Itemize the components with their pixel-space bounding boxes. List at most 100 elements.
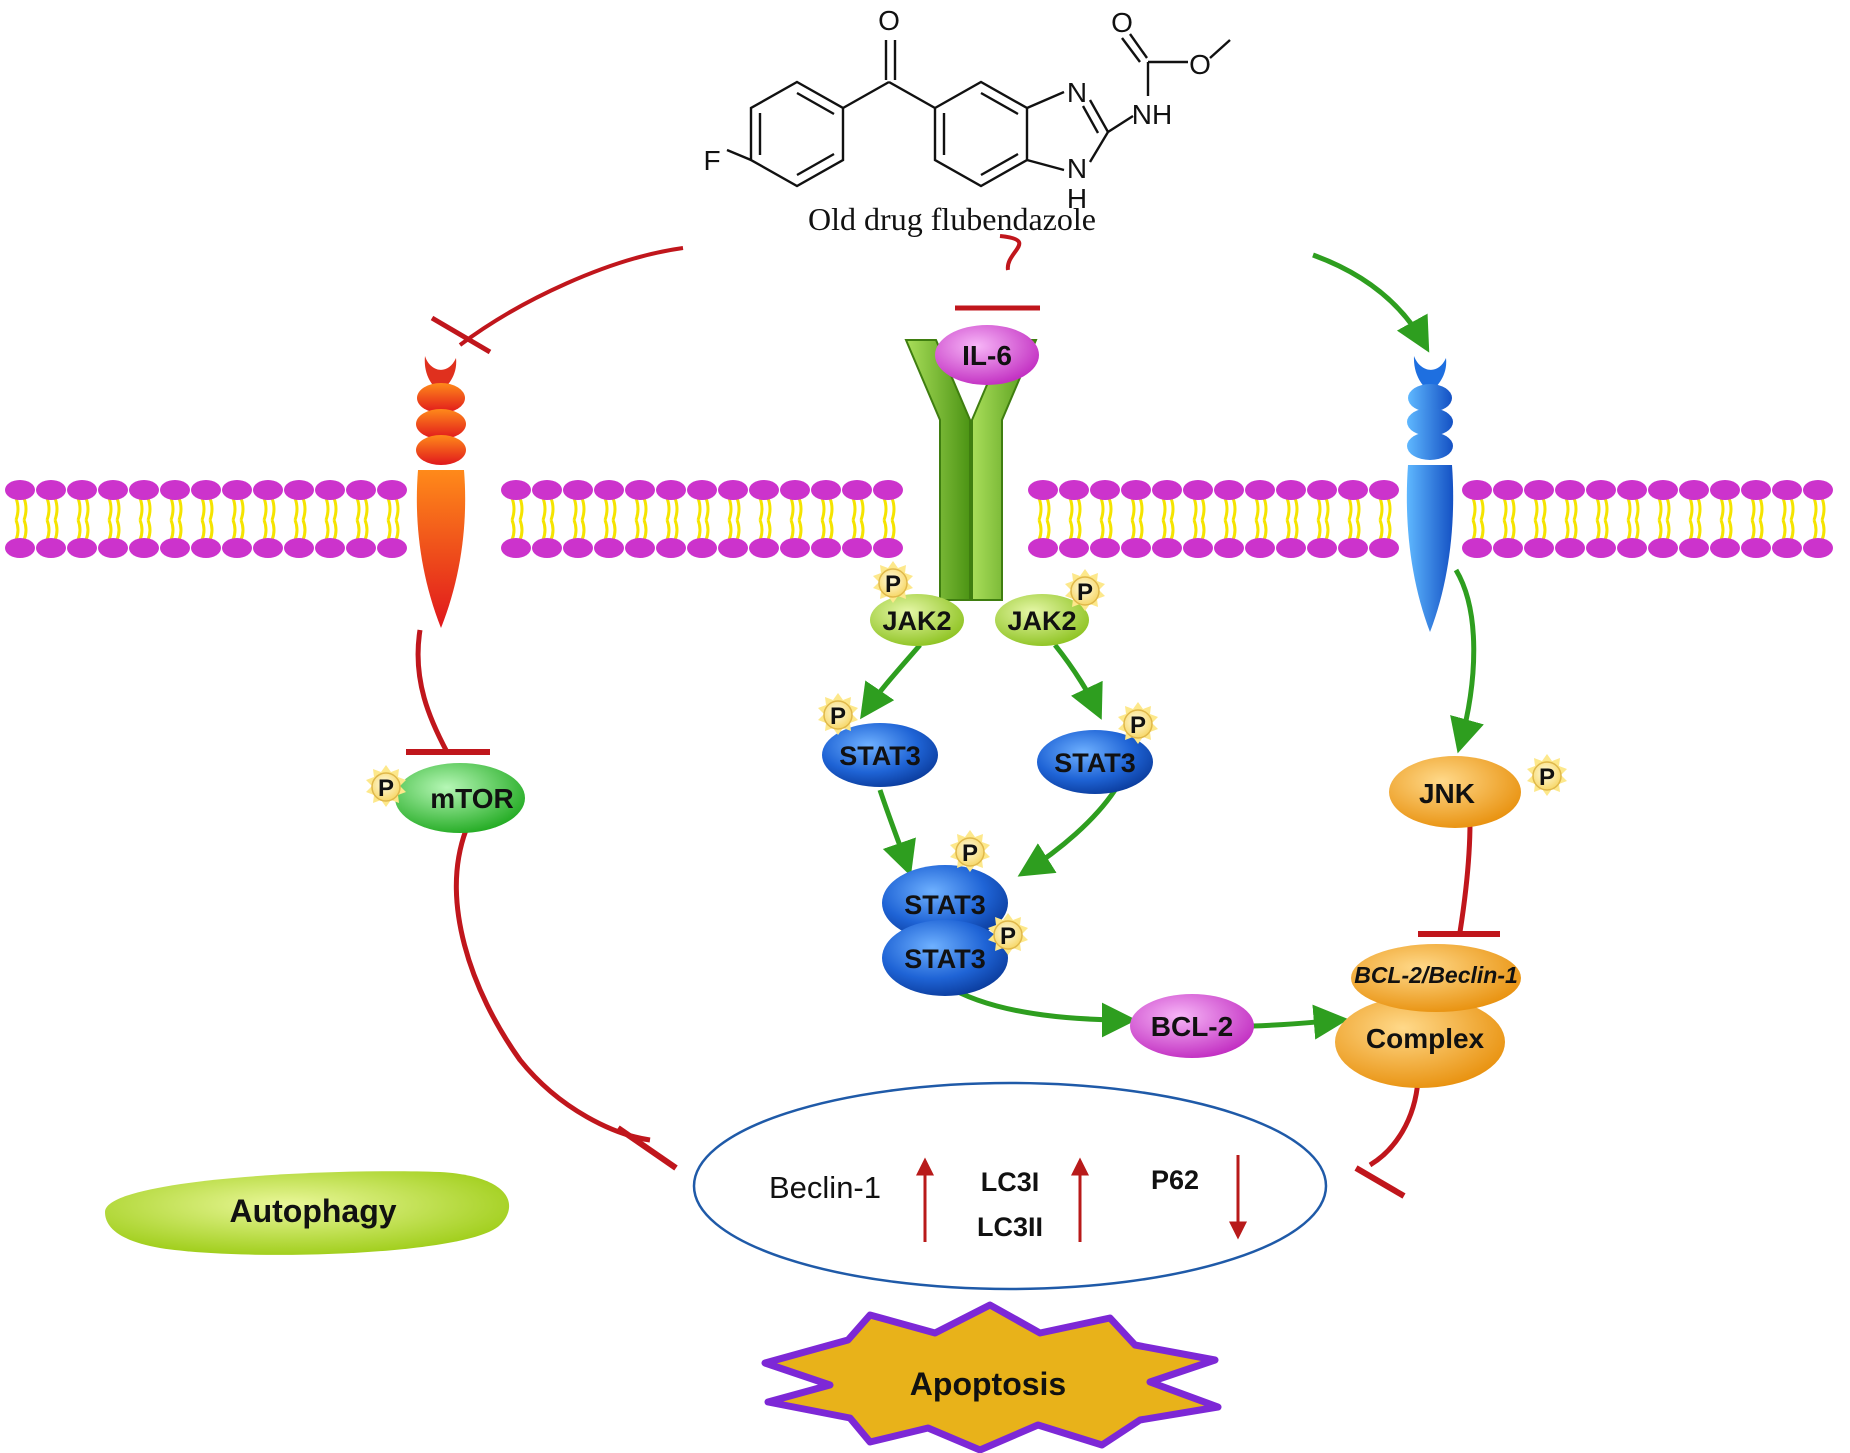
lipid-head [315,538,345,558]
lipid-tail [355,497,361,521]
lipid-head [1214,480,1244,500]
apoptosis-star [761,1301,1222,1453]
lipid-tail [758,519,764,541]
atom-n-ring: N [1067,153,1087,184]
lipid-tail [1688,497,1694,521]
lipid-head [1090,538,1120,558]
lipid-tail [1572,519,1578,541]
il6-label: IL-6 [962,340,1012,371]
lipid-tail [766,519,772,541]
lipid-tail [1223,519,1229,541]
lipid-head [129,538,159,558]
lipid-tail [1595,497,1601,521]
lipid-head [1772,480,1802,500]
marker-lc3i: LC3I [981,1167,1040,1197]
atom-o-ester: O [1189,49,1211,80]
inhibit-bar-autophagy-left [616,1125,678,1171]
lipid-tail [572,519,578,541]
lipid-tail [1161,497,1167,521]
lipid-tail [1378,497,1384,521]
inhibit-line-jnk-complex [1457,821,1473,933]
lipid-head [873,538,903,558]
lipid-head [98,480,128,500]
phospho-label: P [1539,764,1555,791]
lipid-tail [22,497,28,521]
lipid-head [67,538,97,558]
lipid-tail [1789,519,1795,541]
lipid-head [1369,538,1399,558]
lipid-head [811,538,841,558]
lipid-tail [386,497,392,521]
lipid-tail [634,497,640,521]
lipid-head [1121,538,1151,558]
lipid-head [656,538,686,558]
lipid-head [346,538,376,558]
lipid-head [253,538,283,558]
lipid-head [1028,480,1058,500]
lipid-tail [1595,519,1601,541]
lipid-tail [1138,519,1144,541]
lipid-tail [1068,497,1074,521]
lipid-tail [1285,497,1291,521]
stat3-right: STAT3 [1037,730,1153,794]
lipid-tail [1192,497,1198,521]
lipid-head [563,480,593,500]
phospho-label: P [378,775,394,802]
lipid-tail [200,497,206,521]
lipid-tail [1657,519,1663,541]
lipid-tail [332,519,338,541]
arrow-jak2-stat3-left [860,643,922,720]
lipid-head [1183,538,1213,558]
lipid-tail [1262,497,1268,521]
lipid-tail [1626,519,1632,541]
lipid-tail [45,497,51,521]
lipid-tail [1479,519,1485,541]
atom-f: F [703,145,720,176]
lipid-tail [1200,497,1206,521]
activate-arrow-blue-receptor [1312,252,1430,353]
lipid-tail [1533,497,1539,521]
phospho-badge-stat3-right: P [1117,701,1159,745]
inhibit-line-autophagy-right [1368,1079,1421,1168]
lipid-tail [1386,497,1392,521]
lipid-head [1028,538,1058,558]
complex-top-label: BCL-2/Beclin-1 [1354,962,1518,988]
stat3-dimer: STAT3 STAT3 [882,865,1008,996]
lipid-head [1090,480,1120,500]
lipid-tail [1316,519,1322,541]
lipid-head [532,538,562,558]
lipid-head [1121,480,1151,500]
lipid-head [873,480,903,500]
lipid-head [1462,538,1492,558]
lipid-head [1803,480,1833,500]
lipid-tail [394,497,400,521]
lipid-head [563,538,593,558]
blue-receptor [1406,356,1454,632]
lipid-tail [22,519,28,541]
lipid-tail [1789,497,1795,521]
lipid-head [718,480,748,500]
lipid-tail [146,519,152,541]
lipid-tail [1665,519,1671,541]
phospho-badge-jnk: P [1526,753,1568,797]
lipid-head [1152,538,1182,558]
inhibit-line-autophagy-left [453,829,651,1143]
lipid-head [532,480,562,500]
lipid-tail [642,519,648,541]
lipid-head [222,480,252,500]
lipid-tail [1324,519,1330,541]
lipid-head [1710,538,1740,558]
markers-ellipse [692,1081,1328,1291]
phospho-label: P [1000,923,1016,950]
phospho-badge-mtor: P [365,764,407,808]
lipid-tail [53,519,59,541]
lipid-head [36,538,66,558]
lipid-head [1679,480,1709,500]
lipid-tail [1347,519,1353,541]
marker-beclin1: Beclin-1 [769,1170,881,1205]
lipid-tail [1231,519,1237,541]
lipid-tail [363,519,369,541]
lipid-tail [1727,497,1733,521]
lipid-head [1276,538,1306,558]
arrow-jak2-stat3-right [1053,643,1103,720]
